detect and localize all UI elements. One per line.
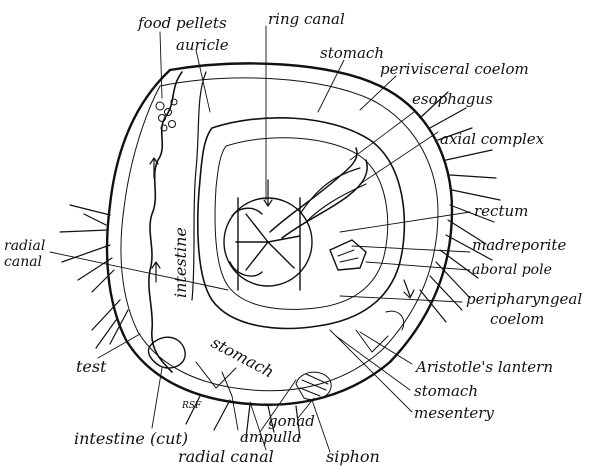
- axial-complex: [300, 168, 366, 222]
- esophagus: [270, 148, 357, 232]
- label-peripharyngeal-1: peripharyngeal: [466, 290, 582, 308]
- madreporite-structure: [330, 240, 366, 270]
- label-stomach-right: stomach: [414, 382, 478, 400]
- label-rectum: rectum: [474, 202, 528, 220]
- label-ring-canal: ring canal: [268, 10, 345, 28]
- label-auricle: auricle: [176, 36, 229, 54]
- label-intestine-inner: intestine: [171, 227, 190, 298]
- label-ampulla: ampulla: [240, 428, 301, 446]
- label-peripharyngeal-2: coelom: [490, 310, 544, 328]
- label-stomach-inner: stomach: [208, 333, 277, 382]
- label-intestine-cut: intestine (cut): [74, 429, 188, 448]
- test-outline: [107, 63, 452, 404]
- label-esophagus: esophagus: [412, 90, 493, 108]
- leader-lines: [50, 26, 470, 452]
- label-aristotles-lantern: Aristotle's lantern: [414, 358, 553, 376]
- label-aboral-pole: aboral pole: [472, 262, 552, 278]
- label-siphon: siphon: [326, 447, 380, 466]
- label-mesentery: mesentery: [414, 404, 494, 422]
- food-pellets: [156, 99, 177, 131]
- label-rsf: RSF: [181, 401, 202, 411]
- label-axial-complex: axial complex: [440, 130, 545, 148]
- label-madreporite: madreporite: [472, 236, 566, 254]
- label-stomach-top: stomach: [320, 44, 384, 62]
- label-test: test: [76, 357, 107, 376]
- label-radial-canal-left-1: radial: [4, 238, 45, 254]
- label-perivisceral-coelom: perivisceral coelom: [380, 60, 529, 78]
- label-food-pellets: food pellets: [137, 14, 227, 32]
- aristotles-lantern: [224, 198, 312, 290]
- label-radial-canal-bottom: radial canal: [178, 447, 274, 466]
- label-radial-canal-left-2: canal: [4, 254, 42, 270]
